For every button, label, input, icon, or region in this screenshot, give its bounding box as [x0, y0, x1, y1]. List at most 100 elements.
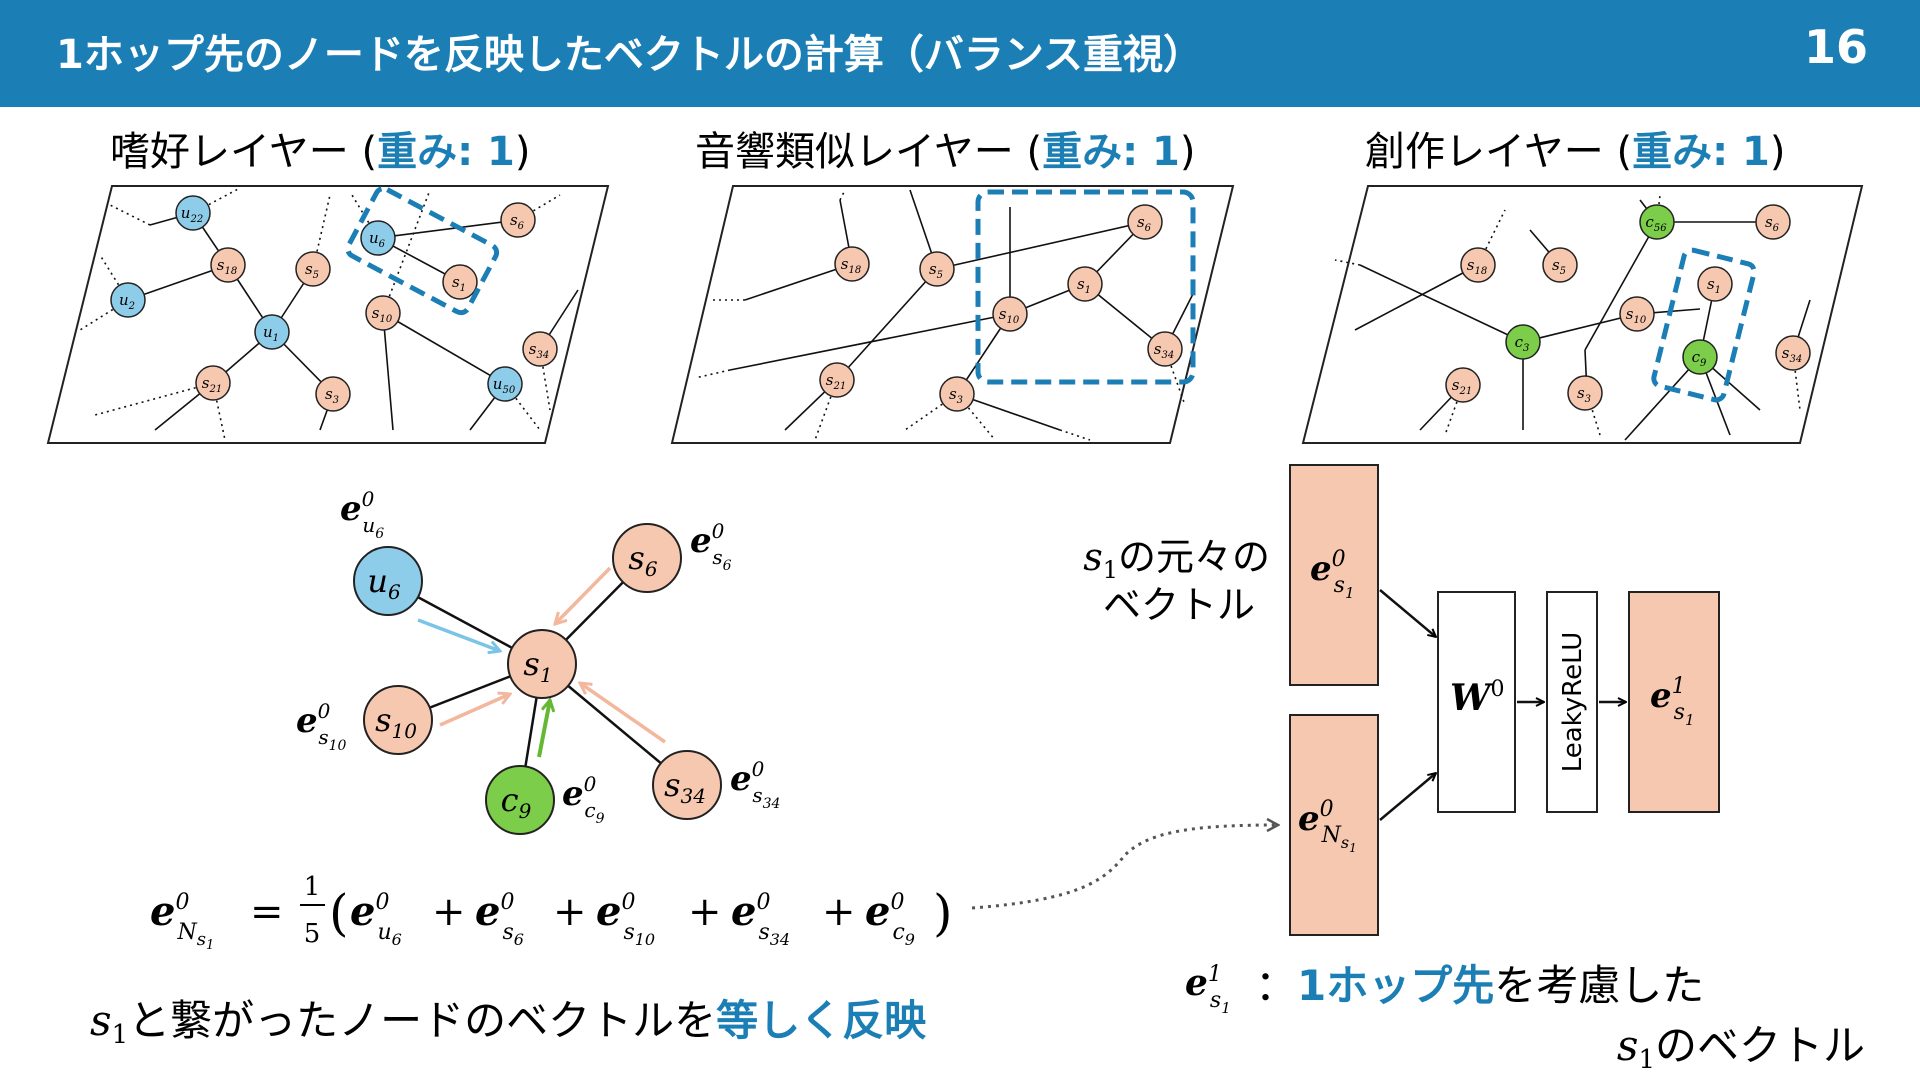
graph-node-c56 — [1639, 204, 1675, 240]
message-arrow-s10 — [439, 694, 510, 727]
graph-node-s34 — [1147, 331, 1183, 367]
graph-node-u22 — [175, 195, 211, 231]
svg-text:嗜好レイヤー (重み: 1): 嗜好レイヤー (重み: 1) — [110, 129, 531, 175]
node-label: s34 — [529, 340, 549, 361]
highlight-box — [1651, 247, 1757, 403]
graph-node-s1 — [442, 264, 478, 300]
graph-node-s6 — [1127, 204, 1163, 240]
svg-text:音響類似レイヤー (重み: 1): 音響類似レイヤー (重み: 1) — [695, 129, 1196, 175]
svg-text:ベクトル: ベクトル — [1103, 583, 1255, 627]
layer-panel-preference: u22 u6 s6 s18 s5 s1 u2 u1 s10 s34 s21 s3… — [46, 185, 610, 444]
neighbor-node-s34 — [652, 750, 722, 820]
activation-label: LeakyReLU — [1558, 632, 1588, 773]
node-label: u2 — [119, 291, 135, 312]
graph-node-s1 — [1067, 266, 1103, 302]
node-label: s6 — [628, 539, 657, 581]
graph-node-s6 — [500, 202, 536, 238]
layer-title-acoustic: 音響類似レイヤー (重み: 1) — [695, 129, 1196, 175]
node-label: s6 — [510, 211, 525, 232]
page-number: 16 — [1803, 20, 1868, 74]
node-label: s34 — [664, 766, 706, 808]
layer-title-creation: 創作レイヤー (重み: 1) — [1365, 129, 1786, 175]
node-label: s1 — [523, 645, 552, 687]
graph-node-s21 — [195, 365, 231, 401]
node-label: s10 — [372, 304, 393, 325]
svg-text:s1のベクトル: s1のベクトル — [1617, 1021, 1865, 1075]
node-label: s1 — [452, 273, 466, 294]
fraction-numerator: 1 — [304, 872, 321, 902]
svg-text:s1と繋がったノードのベクトルを等しく反映: s1と繋がったノードのベクトルを等しく反映 — [90, 996, 926, 1050]
node-label: c9 — [501, 781, 532, 823]
graph-node-s5 — [919, 251, 955, 287]
layer-weight: 重み: 1 — [1632, 129, 1770, 175]
highlight-box — [975, 189, 1196, 385]
node-label: s34 — [1154, 340, 1174, 361]
message-arrow-s6 — [555, 566, 612, 624]
arrow-original-to-w — [1379, 589, 1436, 637]
layer-close: ) — [1770, 129, 1786, 175]
graph-node-u6 — [360, 220, 396, 256]
formula-plus: + — [822, 889, 856, 935]
vector-box-output — [1628, 591, 1720, 813]
graph-node-s3 — [315, 376, 351, 412]
paren-close: ) — [933, 884, 953, 942]
graph-node-s5 — [1542, 247, 1578, 283]
node-label: u22 — [181, 204, 203, 225]
graph-node-c9 — [1682, 339, 1718, 375]
paren-open: ( — [329, 884, 349, 942]
formula-plus: + — [688, 889, 722, 935]
node-label: u50 — [493, 375, 516, 396]
node-label: u1 — [263, 323, 279, 344]
message-arrow-u6 — [417, 618, 500, 651]
layer-panel-creation: c56 s6 s18 s5 s1 s10 c3 c9 s34 s21 s3 — [1301, 185, 1864, 444]
node-label: s1 — [1077, 275, 1091, 296]
graph-node-s10 — [1619, 296, 1655, 332]
equal-reflection-caption: s1と繋がったノードのベクトルを等しく反映 — [90, 996, 926, 1050]
node-label: s10 — [1626, 305, 1647, 326]
neighbor-node-s6 — [612, 523, 682, 593]
header-bar: 1ホップ先のノードを反映したベクトルの計算（バランス重視） 16 — [0, 0, 1920, 107]
formula-plus: + — [432, 889, 466, 935]
formula-to-box-arrow — [971, 825, 1278, 910]
graph-node-u2 — [110, 282, 146, 318]
weight-matrix-label: W0 — [1450, 677, 1504, 719]
message-arrow-c9 — [537, 700, 550, 758]
fraction-denominator: 5 — [304, 919, 321, 949]
svg-text:：1ホップ先を考慮した: ：1ホップ先を考慮した — [1255, 961, 1704, 1010]
neighbor-node-s10 — [363, 685, 433, 755]
graph-node-s3 — [1567, 375, 1603, 411]
highlight-box — [345, 186, 500, 316]
node-label: s3 — [949, 385, 963, 406]
node-label: s18 — [1467, 256, 1487, 277]
node-label: c56 — [1645, 213, 1667, 234]
vector-box-neighbors — [1289, 714, 1379, 936]
original-vector-label: s1の元々の ベクトル — [1083, 535, 1270, 627]
node-label: u6 — [369, 229, 386, 250]
node-label: c9 — [1692, 348, 1707, 369]
slide-title: 1ホップ先のノードを反映したベクトルの計算（バランス重視） — [56, 32, 1204, 78]
neighbor-node-u6 — [353, 546, 423, 616]
layer-name: 音響類似レイヤー ( — [695, 129, 1042, 175]
node-label: s5 — [929, 260, 943, 281]
graph-node-s1 — [1697, 266, 1733, 302]
node-label: s21 — [202, 374, 222, 395]
node-label: s34 — [1782, 344, 1802, 365]
node-label: s6 — [1765, 213, 1780, 234]
node-label: s18 — [841, 255, 861, 276]
